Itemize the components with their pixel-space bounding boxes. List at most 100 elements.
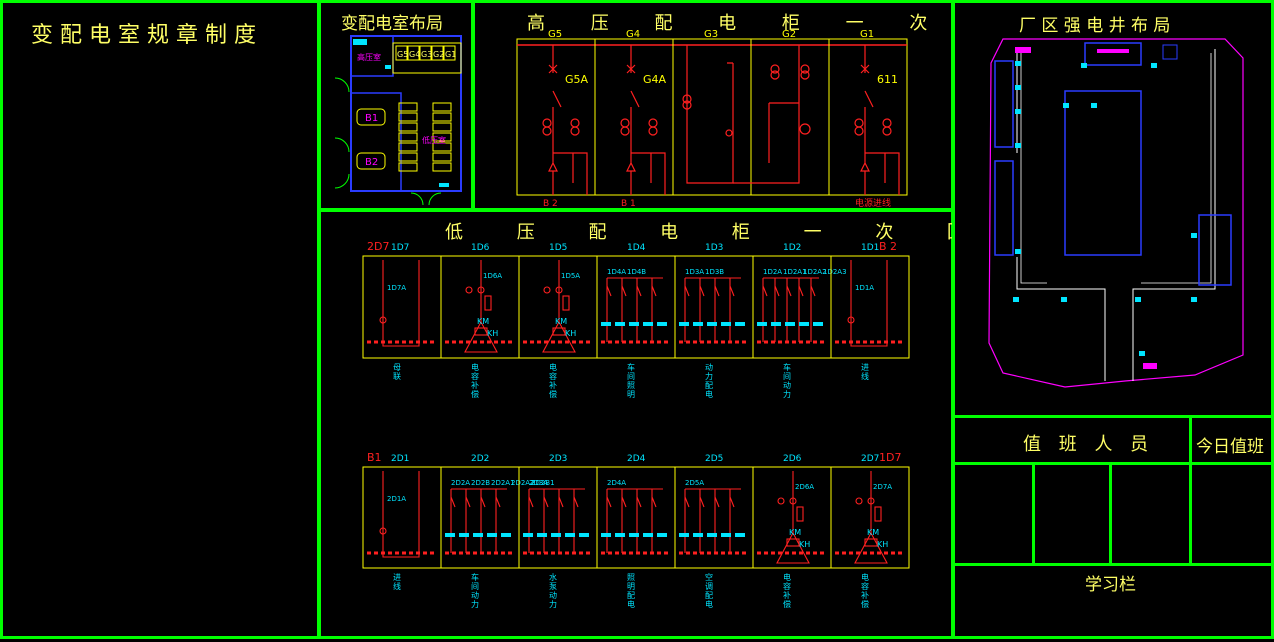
lv-row1-device-label: 1D3B (705, 268, 724, 276)
lv-row1-device-label: 1D5A (561, 272, 580, 280)
lv-row2-column-id: 2D1 (391, 454, 409, 464)
hv-column-label: G5 (548, 29, 562, 40)
lv-row1-bottom-label: 车间动力 (783, 362, 791, 399)
lv-row1-bottom-label: 电容补偿 (549, 362, 557, 399)
hv-breaker-label: 611 (877, 73, 898, 86)
lv-row1-frame (362, 255, 910, 359)
lv-row2-device-label: 2D6A (795, 483, 814, 491)
lv-row1-device-label: 1D1A (855, 284, 874, 292)
lv-row1-bottom-label: 母联 (393, 363, 401, 381)
lv-row1-device-label: 1D2A1 (783, 268, 807, 276)
hv-column-circuit (542, 45, 588, 195)
lv-row2-column-id: 2D5 (705, 454, 723, 464)
lv-row2-column-circuit (854, 471, 888, 564)
duty-photo-slot-2 (1032, 462, 1112, 566)
lv-row1-device-label: 1D2A3 (823, 268, 847, 276)
hv-column-circuit (854, 45, 900, 195)
lv-row1-right-tag: B 2 (879, 240, 897, 253)
study-panel: 学习栏 (952, 563, 1274, 639)
hv-column-label: G4 (626, 29, 640, 40)
hv-breaker-label: G5A (565, 73, 589, 86)
lv-row2-bottom-label: 电容补偿 (783, 572, 791, 609)
lv-row2-kh-label: KH (877, 540, 888, 549)
lv-row1-column-circuit (379, 260, 420, 347)
duty-photo-slot-today (1189, 462, 1274, 566)
lv-row1-column-id: 1D1 (861, 243, 879, 253)
lv-row2-device-label: 2D5A (685, 479, 704, 487)
lv-row2-device-label: 2D3A (529, 479, 548, 487)
hv-column-label: G2 (782, 29, 796, 40)
lv-row2-column-id: 2D3 (549, 454, 567, 464)
lv-row1-bottom-label: 电容补偿 (471, 362, 479, 399)
lv-row2-column-circuit (450, 488, 507, 553)
tx2-label: B2 (365, 157, 378, 168)
lv-row2-km-label: KM (789, 528, 801, 537)
lv-row1-column-id: 1D6 (471, 243, 490, 253)
lv-row1-column-id: 1D4 (627, 243, 646, 253)
lv-row2-kh-label: KH (799, 540, 810, 549)
hv-column-circuit (682, 45, 734, 184)
lv-row2-column-id: 2D6 (783, 454, 802, 464)
hv-breaker-label: G4A (643, 73, 667, 86)
hv-column-circuit (620, 45, 666, 195)
lv-row2-device-label: 2D2A2 (511, 479, 535, 487)
lv-row1-column-circuit (684, 277, 741, 342)
lv-row1-column-circuit (847, 260, 888, 347)
lv-row2-column-circuit (379, 471, 420, 558)
today-duty-header: 今日值班 (1189, 415, 1274, 465)
duty-photo-slot-1 (952, 462, 1035, 566)
lv-row1-column-circuit (762, 277, 819, 342)
lv-row2-device-label: 2D2A1 (491, 479, 515, 487)
lv-row2-device-label: 2D2B (471, 479, 490, 487)
lv-row1-column-id: 1D5 (549, 243, 567, 253)
lv-row2-column-circuit (684, 488, 741, 553)
lv-row2-column-id: 2D2 (471, 454, 489, 464)
duty-staff-header: 值 班 人 员 (952, 415, 1192, 465)
lv-row2-device-label: 2D1A (387, 495, 406, 503)
lv-row1-km-label: KM (477, 317, 489, 326)
duty-photo-slot-3 (1109, 462, 1192, 566)
lv-row2-column-circuit (776, 471, 810, 564)
duty-staff-title: 值 班 人 员 (1023, 434, 1155, 455)
lv-row2-device-label: 2D2B1 (531, 479, 555, 487)
lv-row1-column-circuit (542, 260, 576, 353)
lv-row1-bottom-label: 动力配电 (705, 362, 713, 399)
lv-row2-frame (362, 466, 910, 569)
lv-row1-device-label: 1D6A (483, 272, 502, 280)
site-layout-title: 厂 区 强 电 井 布 局 (1019, 16, 1171, 36)
lv-row1-column-id: 1D3 (705, 243, 723, 253)
lv-row1-bottom-label: 进线 (861, 363, 869, 381)
hv-bottom-label: B 1 (621, 199, 636, 209)
lv-row2-right-tag: 1D7 (879, 451, 901, 464)
lv-row1-device-label: 1D3A (685, 268, 704, 276)
lv-row2-column-circuit (528, 488, 585, 553)
svg-text:G4: G4 (409, 50, 420, 59)
tx1-label: B1 (365, 113, 378, 124)
regulations-panel: 变 配 电 室 规 章 制 度 (0, 0, 320, 639)
lv-row2-bottom-label: 照明配电 (627, 573, 635, 609)
svg-text:G2: G2 (433, 50, 444, 59)
lv-row1-column-id: 1D2 (783, 243, 801, 253)
svg-text:G1: G1 (445, 50, 456, 59)
lv-row2-device-label: 2D4A (607, 479, 626, 487)
site-layout-panel: 厂 区 强 电 井 布 局 (952, 0, 1274, 418)
lv-row2-device-label: 2D7A (873, 483, 892, 491)
hv-bottom-label: 电源进线 (855, 197, 891, 209)
hv-column-circuit (733, 45, 811, 184)
lv-row1-device-label: 1D4B (627, 268, 646, 276)
hv-column-label: G3 (704, 29, 718, 40)
lv-row2-left-tag: B1 (367, 451, 382, 464)
lv-row1-column-circuit (464, 260, 498, 353)
hv-cabinet-title: 高 压 配 电 柜 一 次 回 路 (527, 13, 1075, 34)
lv-row2-column-id: 2D4 (627, 454, 646, 464)
lv-row1-kh-label: KH (565, 329, 576, 338)
lv-row1-device-label: 1D2A (763, 268, 782, 276)
site-layout-drawing (988, 38, 1244, 388)
lv-row1-column-id: 1D7 (391, 243, 409, 253)
lv-row1-km-label: KM (555, 317, 567, 326)
